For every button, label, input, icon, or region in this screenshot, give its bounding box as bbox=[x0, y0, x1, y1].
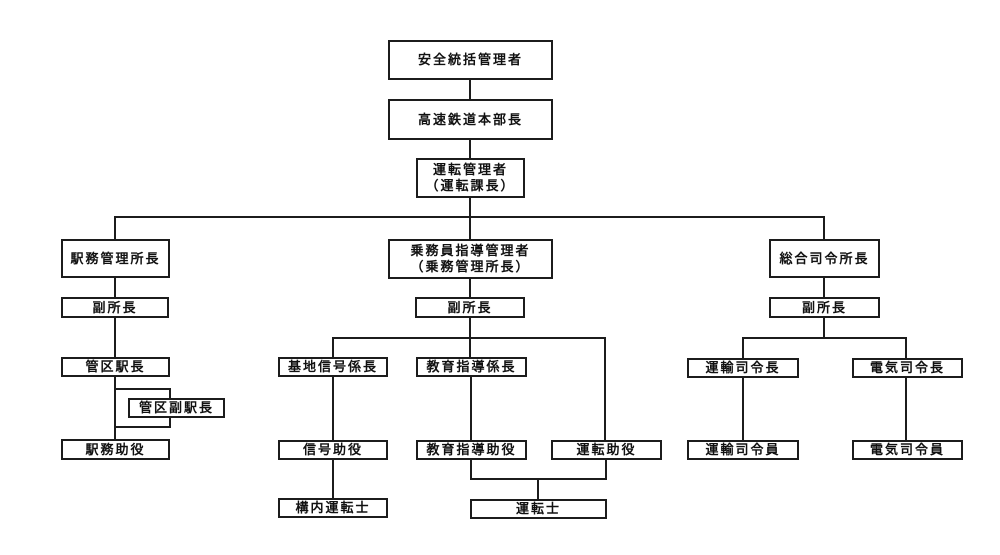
node-driver: 運転士 bbox=[470, 499, 607, 519]
node-district-stationmaster: 管区駅長 bbox=[61, 357, 170, 377]
node-yard-driver: 構内運転士 bbox=[278, 498, 388, 518]
node-safety-general-manager: 安全統括管理者 bbox=[388, 40, 553, 80]
node-signal-assistant-master: 信号助役 bbox=[278, 440, 388, 460]
connector-line bbox=[332, 375, 334, 442]
node-label: 安全統括管理者 bbox=[417, 52, 523, 67]
node-station-services-manager: 駅務管理所長 bbox=[61, 239, 170, 278]
connector-line bbox=[114, 277, 116, 298]
connector-line bbox=[604, 337, 606, 442]
connector-line bbox=[905, 337, 907, 359]
connector-line bbox=[742, 337, 907, 339]
connector-line bbox=[469, 196, 471, 218]
connector-line bbox=[114, 216, 116, 240]
node-label: 駅務管理所長 bbox=[70, 250, 161, 266]
connector-line bbox=[469, 139, 471, 159]
node-label: 管区副駅長 bbox=[138, 400, 214, 415]
node-label: 乗務員指導管理者 bbox=[410, 243, 531, 258]
connector-line bbox=[470, 458, 472, 480]
node-transport-dispatch-chief: 運輸司令長 bbox=[687, 358, 799, 378]
connector-line bbox=[114, 317, 116, 358]
connector-line bbox=[469, 278, 471, 298]
connector-line bbox=[605, 458, 607, 480]
node-label: 教育指導助役 bbox=[426, 442, 517, 457]
node-label: 電気司令長 bbox=[869, 360, 945, 375]
node-label: 管区駅長 bbox=[85, 359, 146, 374]
node-label: 運輸司令長 bbox=[705, 360, 781, 375]
connector-line bbox=[742, 337, 744, 359]
node-label: 信号助役 bbox=[302, 442, 363, 457]
node-label: 副所長 bbox=[92, 299, 138, 315]
node-label: （乗務管理所長） bbox=[410, 259, 531, 274]
node-label: 運転管理者 bbox=[432, 162, 508, 177]
node-label: 電気司令員 bbox=[869, 442, 945, 457]
connector-line bbox=[823, 317, 825, 339]
node-label: 運転士 bbox=[515, 501, 561, 516]
node-label: 教育指導係長 bbox=[426, 359, 517, 374]
connector-line bbox=[537, 478, 539, 500]
node-label: 基地信号係長 bbox=[287, 359, 378, 374]
connector-line bbox=[469, 317, 471, 339]
connector-line bbox=[469, 79, 471, 100]
node-label: 構内運転士 bbox=[295, 500, 371, 515]
node-label: 総合司令所長 bbox=[779, 250, 870, 266]
node-label: 高速鉄道本部長 bbox=[417, 111, 523, 127]
connector-line bbox=[332, 458, 334, 499]
node-rapid-rail-hq-chief: 高速鉄道本部長 bbox=[388, 99, 553, 140]
connector-line bbox=[823, 277, 825, 299]
node-label: （運転課長） bbox=[425, 178, 516, 193]
connector-line bbox=[470, 375, 472, 442]
node-control-center-chief: 総合司令所長 bbox=[769, 239, 880, 278]
node-transport-dispatcher: 運輸司令員 bbox=[687, 440, 799, 460]
node-electric-dispatcher: 電気司令員 bbox=[852, 440, 963, 460]
connector-line bbox=[332, 337, 334, 358]
connector-line bbox=[469, 216, 471, 241]
connector-line bbox=[742, 377, 744, 441]
connector-line bbox=[114, 388, 171, 390]
node-label: 駅務助役 bbox=[85, 441, 146, 457]
node-crew-guidance-manager: 乗務員指導管理者 （乗務管理所長） bbox=[388, 239, 553, 279]
connector-line bbox=[469, 337, 471, 358]
node-station-assistant-master: 駅務助役 bbox=[61, 439, 170, 460]
connector-line bbox=[114, 426, 171, 428]
node-control-deputy-chief: 副所長 bbox=[769, 297, 880, 318]
node-operation-manager: 運転管理者 （運転課長） bbox=[416, 158, 525, 198]
connector-line bbox=[823, 216, 825, 240]
node-station-deputy-chief: 副所長 bbox=[61, 297, 169, 318]
connector-line bbox=[905, 377, 907, 441]
node-crew-deputy-chief: 副所長 bbox=[415, 297, 525, 318]
node-label: 副所長 bbox=[801, 299, 847, 315]
node-label: 運転助役 bbox=[576, 442, 637, 457]
node-district-deputy-stationmaster: 管区副駅長 bbox=[128, 398, 225, 418]
node-education-guidance-foreman: 教育指導係長 bbox=[416, 357, 527, 377]
node-label: 副所長 bbox=[447, 299, 493, 315]
connector-line bbox=[114, 376, 116, 441]
node-education-guidance-assistant-master: 教育指導助役 bbox=[416, 440, 527, 460]
node-operation-assistant-master: 運転助役 bbox=[551, 440, 662, 460]
node-base-signal-foreman: 基地信号係長 bbox=[278, 357, 388, 377]
node-electric-dispatch-chief: 電気司令長 bbox=[852, 358, 963, 378]
node-label: 運輸司令員 bbox=[705, 442, 781, 457]
